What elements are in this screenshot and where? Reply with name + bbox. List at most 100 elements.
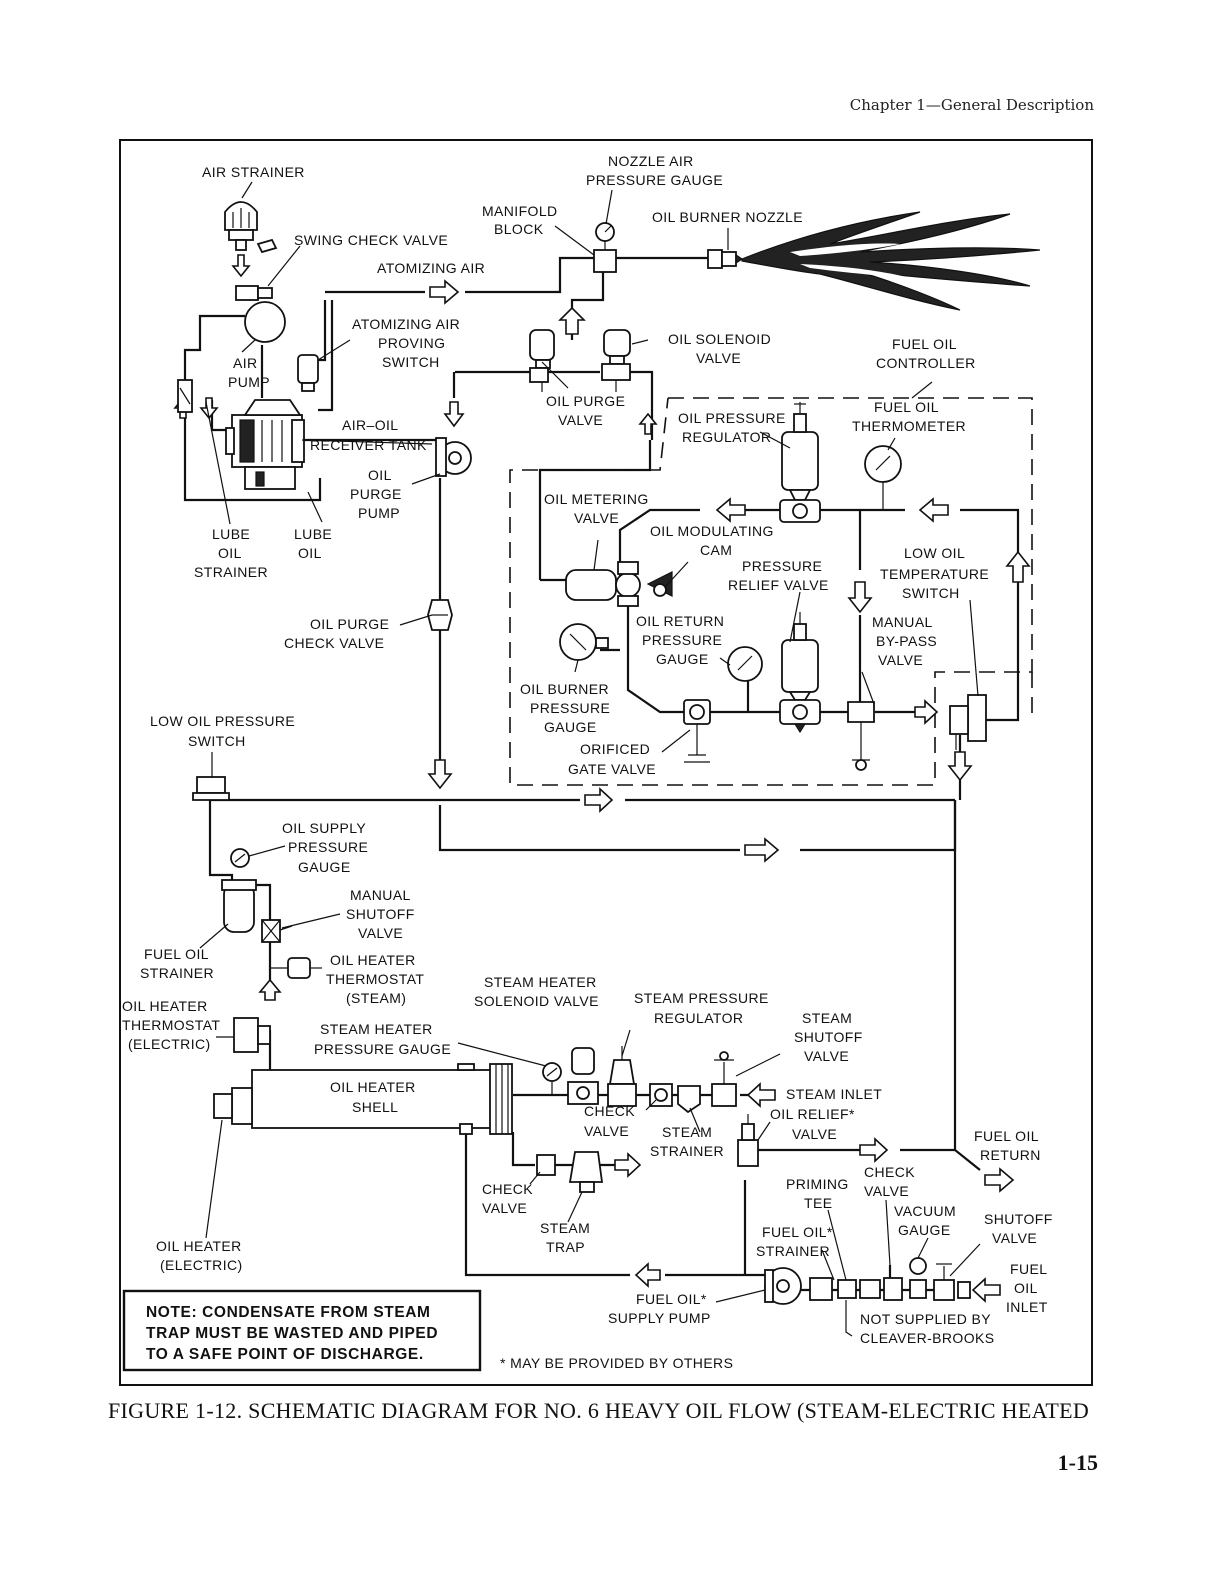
flow-arrow-left [715,497,746,523]
air-pump-symbol [235,285,286,343]
label-oil-relief-valve-1: OIL RELIEF* [770,1106,855,1122]
flow-arrow-up [638,412,658,435]
label-fuel-oil-controller-1: FUEL OIL [892,336,957,352]
label-air-strainer: AIR STRAINER [202,164,305,180]
label-thermostat-steam-3: (STEAM) [346,990,406,1006]
label-orificed-gate-valve-2: GATE VALVE [568,761,656,777]
label-priming-tee-1: PRIMING [786,1176,849,1192]
flow-arrow-down [427,759,453,790]
steam-heater-pressure-gauge-symbol [542,1062,562,1095]
label-oil-heater-electric-1: OIL HEATER [156,1238,242,1254]
oil-return-pressure-gauge-symbol [727,646,763,682]
oil-burner-nozzle-symbol [707,249,744,269]
flow-arrow-left [918,497,949,523]
label-low-oil-pressure-switch-1: LOW OIL PRESSURE [150,713,295,729]
label-lube-oil-strainer-2: OIL [218,545,242,561]
oil-pressure-regulator-symbol [779,402,821,523]
label-oil-purge-valve-2: VALVE [558,412,603,428]
oil-relief-valve-symbol [737,1114,759,1167]
label-fuel-oil-thermometer-2: THERMOMETER [852,418,966,434]
label-low-oil-temp-switch-2: TEMPERATURE [880,566,989,582]
flow-arrow-right [744,837,780,863]
label-air-oil-tank-1: AIR–OIL [342,417,399,433]
label-low-oil-pressure-switch-2: SWITCH [188,733,246,749]
label-check-valve-right-1: CHECK [864,1164,915,1180]
oil-metering-valve-symbol [565,561,641,607]
flow-arrow-right [984,1167,1015,1193]
label-oil-heater-electric-2: (ELECTRIC) [160,1257,243,1273]
low-oil-pressure-switch-symbol [192,776,230,801]
label-nozzle-air-2: PRESSURE GAUGE [586,172,723,188]
flow-arrow-right [914,699,939,725]
label-oil-purge-check-valve-2: CHECK VALVE [284,635,384,651]
label-steam-strainer-2: STRAINER [650,1143,724,1159]
label-manual-shutoff-2: SHUTOFF [346,906,415,922]
label-steam-inlet: STEAM INLET [786,1086,882,1102]
air-proving-switch-symbol [297,354,319,392]
oil-heater-shell-symbol [213,1063,513,1135]
oil-solenoid-valve-symbol [601,329,631,392]
flow-arrow-down [847,581,873,614]
label-fuel-oil-inlet-1: FUEL [1010,1261,1047,1277]
flow-arrow-down [947,751,973,782]
label-pressure-relief-valve-1: PRESSURE [742,558,822,574]
label-fuel-oil-strainer-star-2: STRAINER [756,1243,830,1259]
leader-lines [199,181,981,1337]
label-not-supplied-1: NOT SUPPLIED BY [860,1311,991,1327]
label-oil-return-gauge-1: OIL RETURN [636,613,724,629]
label-check-valve-lower-1: CHECK [482,1181,533,1197]
label-manual-shutoff-1: MANUAL [350,887,411,903]
oil-modulating-cam-symbol [646,571,673,597]
label-steam-shutoff-3: VALVE [804,1048,849,1064]
burner-flame-symbol [741,211,1041,311]
steam-strainer-symbol [677,1085,701,1114]
oil-heater-thermostat-steam-symbol [270,957,311,979]
label-steam-pressure-regulator-1: STEAM PRESSURE [634,990,769,1006]
label-check-valve-right-2: VALVE [864,1183,909,1199]
label-oil-supply-gauge-2: PRESSURE [288,839,368,855]
flow-arrow-left [746,1082,776,1108]
label-oil-burner-gauge-2: PRESSURE [530,700,610,716]
label-supply-pump-1: FUEL OIL* [636,1291,707,1307]
label-oil-heater-shell-1: OIL HEATER [330,1079,416,1095]
label-check-valve-lower-2: VALVE [482,1200,527,1216]
label-oil-pressure-regulator-2: REGULATOR [682,429,771,445]
label-supply-pump-2: SUPPLY PUMP [608,1310,711,1326]
label-fuel-oil-thermometer-1: FUEL OIL [874,399,939,415]
label-oil-supply-gauge-1: OIL SUPPLY [282,820,366,836]
label-fuel-oil-inlet-3: INLET [1006,1299,1048,1315]
label-not-supplied-2: CLEAVER-BROOKS [860,1330,995,1346]
flow-arrow-left [971,1277,1001,1303]
chapter-header: Chapter 1—General Description [849,96,1094,114]
fuel-oil-thermometer-symbol [864,445,902,510]
fuel-oil-strainer-symbol [221,879,257,933]
note-line-2: TRAP MUST BE WASTED AND PIPED [146,1325,438,1342]
label-manifold-block-1: MANIFOLD [482,203,558,219]
oil-purge-check-valve-symbol [427,599,453,631]
label-manual-bypass-1: MANUAL [872,614,933,630]
manual-bypass-valve-symbol [847,701,875,771]
label-air-oil-tank-2: RECEIVER TANK [310,437,427,453]
air-oil-receiver-tank-symbol [225,399,305,490]
label-lube-oil-strainer-3: STRAINER [194,564,268,580]
label-check-valve-upper-1: CHECK [584,1103,635,1119]
label-steam-heater-gauge-2: PRESSURE GAUGE [314,1041,451,1057]
label-fuel-oil-inlet-2: OIL [1014,1280,1038,1296]
note-line-1: NOTE: CONDENSATE FROM STEAM [146,1304,431,1321]
label-steam-trap-2: TRAP [546,1239,585,1255]
flow-arrow-up [1005,550,1031,583]
flow-arrow-right [614,1152,642,1178]
diagram-frame [119,139,1093,1386]
footnote: * MAY BE PROVIDED BY OTHERS [500,1355,733,1371]
oil-burner-pressure-gauge-symbol [559,623,609,661]
label-fuel-oil-strainer-2: STRAINER [140,965,214,981]
label-orificed-gate-valve-1: ORIFICED [580,741,650,757]
label-priming-tee-2: TEE [804,1195,832,1211]
label-oil-pressure-regulator-1: OIL PRESSURE [678,410,786,426]
label-oil-metering-valve-2: VALVE [574,510,619,526]
label-proving-switch-3: SWITCH [382,354,440,370]
label-fuel-oil-strainer-star-1: FUEL OIL* [762,1224,833,1240]
label-fuel-oil-strainer-1: FUEL OIL [144,946,209,962]
label-thermostat-steam-1: OIL HEATER [330,952,416,968]
label-lube-oil-strainer-1: LUBE [212,526,250,542]
